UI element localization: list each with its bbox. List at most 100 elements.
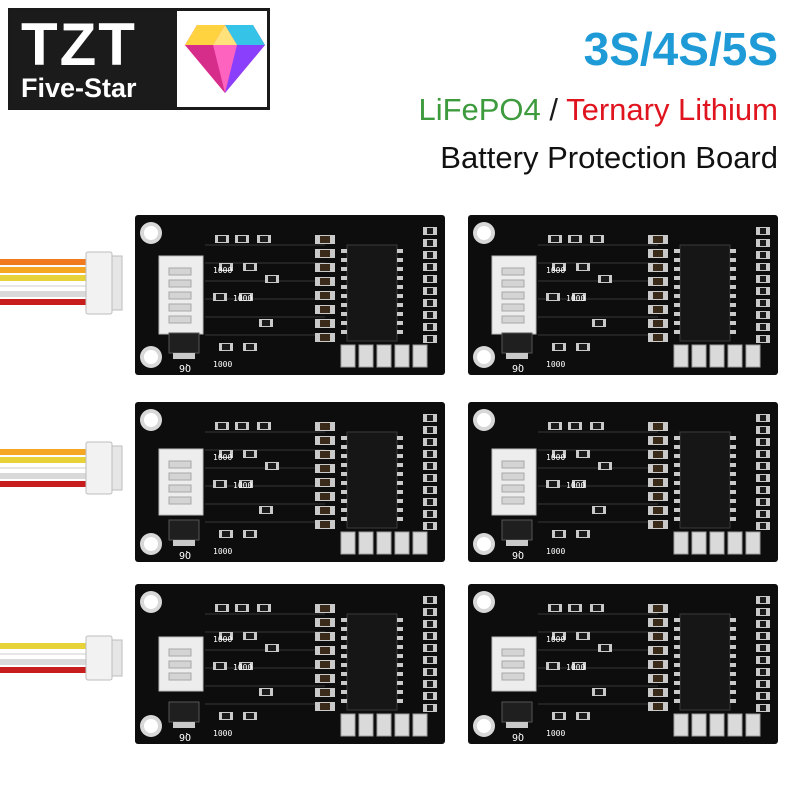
- ic-pin: [397, 627, 403, 631]
- smd-part: [593, 236, 601, 242]
- connector-pin: [501, 660, 525, 669]
- ic-pin: [674, 445, 680, 449]
- ic-pin: [730, 330, 736, 334]
- ic-pin: [674, 690, 680, 694]
- smd-part: [216, 481, 224, 487]
- ic-pin: [341, 436, 347, 440]
- smd-part: [579, 713, 587, 719]
- terminal-pad: [745, 531, 761, 555]
- resistor-label: 1000: [213, 453, 232, 462]
- terminal-pad: [745, 713, 761, 737]
- smd-part: [575, 481, 583, 487]
- mosfet-tab: [506, 722, 528, 728]
- edge-part: [427, 427, 433, 433]
- terminal-pad: [691, 531, 707, 555]
- headline-sizes: 3S/4S/5S: [583, 23, 778, 75]
- ic-pin: [397, 267, 403, 271]
- resistor-body: [320, 619, 330, 626]
- ic-pin: [397, 690, 403, 694]
- resistor-body: [320, 334, 330, 341]
- ic-pin: [397, 258, 403, 262]
- edge-part: [760, 427, 766, 433]
- ic-pin: [341, 481, 347, 485]
- smd-part: [555, 264, 563, 270]
- smd-part: [571, 423, 579, 429]
- ic-pin: [730, 267, 736, 271]
- logo-title: TZT: [21, 11, 137, 78]
- terminal-pad: [691, 713, 707, 737]
- edge-part: [427, 439, 433, 445]
- smd-part: [242, 294, 250, 300]
- ic-pin: [397, 654, 403, 658]
- edge-part: [760, 499, 766, 505]
- mounting-hole: [477, 226, 491, 240]
- smd-part: [579, 344, 587, 350]
- connector-pin: [168, 660, 192, 669]
- resistor-label: 1000: [546, 729, 565, 738]
- resistor-label: 1000: [546, 453, 565, 462]
- ic-pin: [341, 663, 347, 667]
- mounting-hole: [477, 350, 491, 364]
- ic-pin: [730, 463, 736, 467]
- resistor-body: [653, 689, 663, 696]
- resistor-body: [320, 521, 330, 528]
- mosfet-tab: [173, 540, 195, 546]
- resistor-label: 1000: [566, 481, 585, 490]
- ic-pin: [397, 321, 403, 325]
- ic-pin: [341, 618, 347, 622]
- connector-pin: [501, 648, 525, 657]
- smd-part: [593, 605, 601, 611]
- smd-part: [260, 236, 268, 242]
- resistor-body: [653, 278, 663, 285]
- resistor-body: [320, 278, 330, 285]
- connector-pin: [501, 267, 525, 276]
- ic-pin: [341, 312, 347, 316]
- smd-part: [262, 320, 270, 326]
- edge-part: [760, 463, 766, 469]
- smd-part: [595, 320, 603, 326]
- resistor-body: [653, 703, 663, 710]
- smd-part: [595, 689, 603, 695]
- edge-part: [760, 645, 766, 651]
- ic-pin: [397, 454, 403, 458]
- terminal-pad: [745, 344, 761, 368]
- resistor-body: [653, 661, 663, 668]
- ic-pin: [341, 636, 347, 640]
- ic-pin: [397, 294, 403, 298]
- ic-pin: [674, 672, 680, 676]
- resistor-body: [320, 507, 330, 514]
- resistor-body: [320, 493, 330, 500]
- edge-part: [427, 312, 433, 318]
- edge-part: [760, 451, 766, 457]
- connector-pin: [168, 303, 192, 312]
- edge-part: [427, 705, 433, 711]
- mounting-hole: [144, 537, 158, 551]
- resistor-label: 1000: [546, 635, 565, 644]
- mosfet-tab: [173, 353, 195, 359]
- ic-chip: [679, 244, 731, 342]
- resistor-body: [653, 236, 663, 243]
- headline-product: Battery Protection Board: [440, 140, 778, 175]
- edge-part: [427, 681, 433, 687]
- terminal-pad: [709, 531, 725, 555]
- terminal-pad: [376, 344, 392, 368]
- ic-pin: [341, 490, 347, 494]
- mosfet-tab: [506, 353, 528, 359]
- resistor-label: 1000: [546, 266, 565, 275]
- terminal-pad: [691, 344, 707, 368]
- ic-chip: [679, 613, 731, 711]
- edge-part: [760, 597, 766, 603]
- smd-part: [549, 294, 557, 300]
- smd-part: [268, 463, 276, 469]
- ic-pin: [341, 627, 347, 631]
- terminal-pad: [376, 531, 392, 555]
- resistor-body: [320, 661, 330, 668]
- mosfet: [168, 519, 200, 541]
- edge-part: [760, 336, 766, 342]
- mounting-hole: [144, 350, 158, 364]
- mounting-hole: [477, 595, 491, 609]
- smd-part: [222, 531, 230, 537]
